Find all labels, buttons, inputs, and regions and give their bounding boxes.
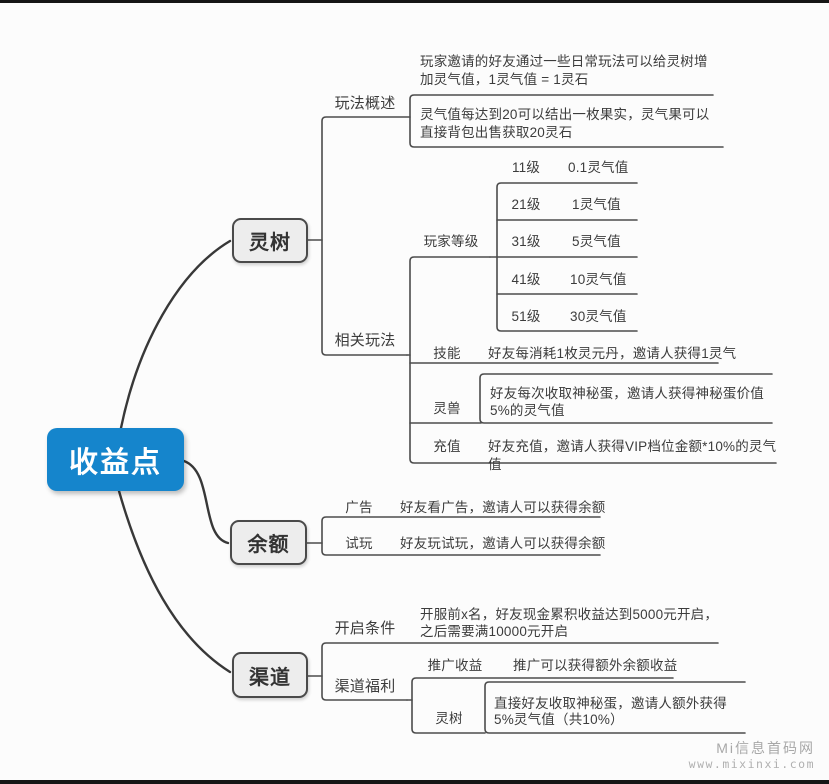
- level-row-value[interactable]: 0.1灵气值: [568, 160, 629, 175]
- box-lingqi-rule: [409, 94, 724, 148]
- level-row-value[interactable]: 1灵气值: [572, 197, 621, 212]
- level-row-label[interactable]: 11级: [511, 160, 541, 175]
- node-lingshou[interactable]: 灵兽: [433, 401, 461, 416]
- root-node-label: 收益点: [68, 446, 162, 479]
- level-row-label[interactable]: 41级: [511, 272, 541, 287]
- branch-node-qudao-label: 渠道: [249, 666, 291, 689]
- watermark-site-url: www.mixinxi.com: [688, 757, 815, 771]
- node-chongzhi[interactable]: 充值: [433, 439, 461, 454]
- watermark-site-name: Mi信息首码网: [716, 740, 815, 756]
- root-node-shouyidian[interactable]: 收益点: [47, 428, 184, 491]
- node-shiwan[interactable]: 试玩: [345, 536, 373, 551]
- edge-root-lingshu: [119, 239, 232, 430]
- node-jineng-text[interactable]: 好友每消耗1枚灵元丹，邀请人获得1灵气: [488, 346, 737, 361]
- branch-node-lingshu-label: 灵树: [249, 232, 291, 254]
- node-wanfa-gaishu[interactable]: 玩法概述: [334, 95, 396, 112]
- bracket-yue-children: [321, 516, 601, 556]
- node-wanjia-dengji[interactable]: 玩家等级: [423, 234, 479, 249]
- node-tuiguang-shouyi[interactable]: 推广收益: [427, 658, 483, 673]
- box-lingshou-desc: [479, 373, 773, 424]
- node-chongzhi-text[interactable]: 好友充值，邀请人获得VIP档位金额*10%的灵气值: [488, 439, 777, 472]
- node-kaiqi-tiaojian-text[interactable]: 开服前x名，好友现金累积收益达到5000元开启，之后需要满10000元开启: [420, 607, 719, 639]
- node-fuli-lingshu-text[interactable]: 直接好友收取神秘蛋，邀请人额外获得5%灵气值（共10%）: [494, 696, 727, 727]
- node-tuiguang-shouyi-text[interactable]: 推广可以获得额外余额收益: [513, 658, 678, 673]
- branch-node-yue-label: 余额: [247, 534, 290, 556]
- bracket-qudao-children: [321, 642, 719, 701]
- photo-bottom-edge: [0, 780, 829, 784]
- level-row-label[interactable]: 21级: [511, 197, 541, 212]
- branch-node-yue[interactable]: 余额: [230, 520, 307, 565]
- node-jineng[interactable]: 技能: [433, 346, 461, 361]
- node-fuli-lingshu[interactable]: 灵树: [435, 711, 463, 726]
- level-row-value[interactable]: 5灵气值: [572, 234, 621, 249]
- branch-node-lingshu[interactable]: 灵树: [232, 218, 308, 263]
- node-xiangguan-wanfa[interactable]: 相关玩法: [334, 332, 396, 349]
- box-fuli-lingshu-desc: [484, 681, 746, 734]
- level-row-label[interactable]: 31级: [511, 234, 541, 249]
- level-row-value[interactable]: 10灵气值: [570, 272, 627, 287]
- level-row-label[interactable]: 51级: [511, 309, 541, 324]
- node-lingshou-text[interactable]: 好友每次收取神秘蛋，邀请人获得神秘蛋价值5%的灵气值: [490, 386, 764, 418]
- photo-top-edge: [0, 0, 829, 3]
- watermark: Mi信息首码网 www.mixinxi.com: [620, 740, 815, 772]
- node-shiwan-text[interactable]: 好友玩试玩，邀请人可以获得余额: [400, 536, 606, 551]
- node-qudao-fuli[interactable]: 渠道福利: [334, 678, 396, 695]
- node-kaiqi-tiaojian[interactable]: 开启条件: [334, 620, 396, 637]
- level-row-value[interactable]: 30灵气值: [570, 309, 627, 324]
- node-guanggao-text[interactable]: 好友看广告，邀请人可以获得余额: [400, 500, 606, 515]
- node-guanggao[interactable]: 广告: [345, 500, 373, 515]
- edge-root-qudao: [117, 489, 232, 674]
- edge-root-yue: [182, 459, 230, 545]
- branch-node-qudao[interactable]: 渠道: [232, 652, 308, 698]
- bracket-gailan-xiangguan: [321, 116, 411, 356]
- bracket-fuli-children: [411, 677, 674, 734]
- bracket-xiangguan-children: [409, 256, 777, 464]
- node-lingqi-fruit-text[interactable]: 灵气值每达到20可以结出一枚果实，灵气果可以直接背包出售获取20灵石: [420, 107, 710, 140]
- node-invite-rule-text[interactable]: 玩家邀请的好友通过一些日常玩法可以给灵树增加灵气值，1灵气值 = 1灵石: [420, 54, 708, 87]
